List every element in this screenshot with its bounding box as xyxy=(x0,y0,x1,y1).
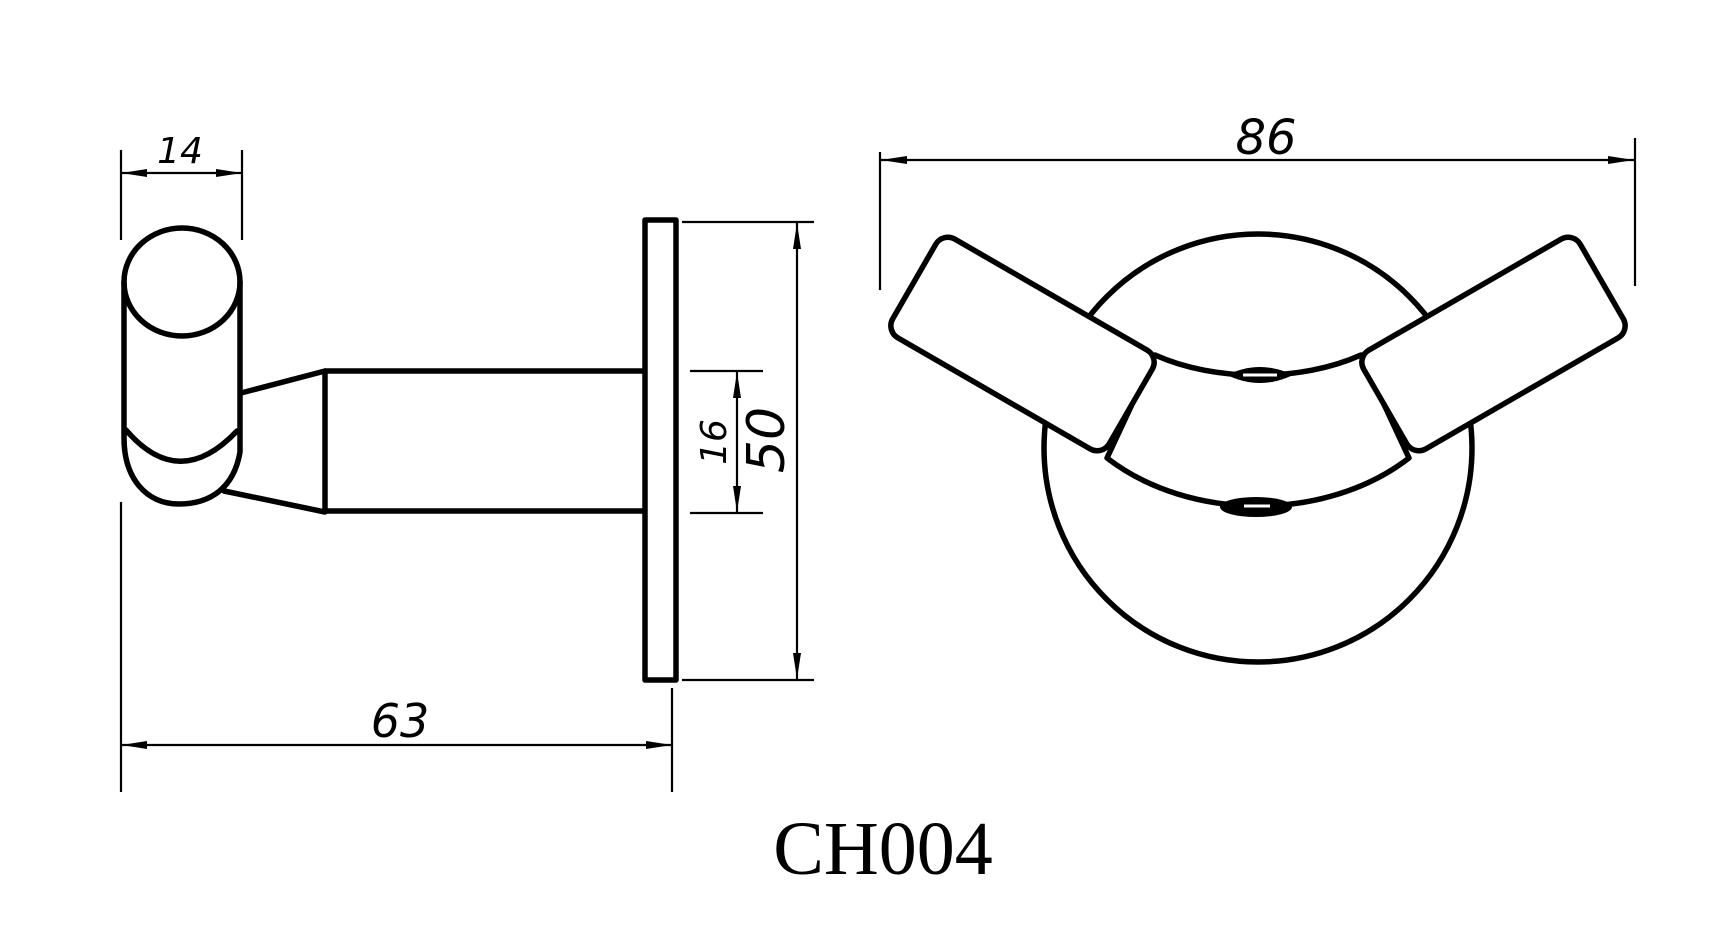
flange-circle xyxy=(1041,231,1475,665)
side-view: 14 63 16 50 xyxy=(119,131,814,792)
taper-neck-bottom-line xyxy=(221,488,328,515)
knob-top-ellipse xyxy=(121,225,243,339)
dimension-text-knob-width: 14 xyxy=(157,131,203,172)
left-hook-pad xyxy=(888,234,1157,454)
wall-plate xyxy=(642,217,679,683)
extension-line xyxy=(682,220,814,682)
dimension-arm-diameter: 16 xyxy=(690,369,763,515)
mount-arm xyxy=(322,368,649,514)
knob-bottom-cap-arc xyxy=(123,427,240,464)
dimension-overall-depth: 63 xyxy=(119,502,674,792)
dimension-text-overall-depth: 63 xyxy=(371,694,430,748)
dimension-text-plate-height: 50 xyxy=(737,407,797,473)
knob-cylinder xyxy=(121,279,243,507)
extension-line xyxy=(690,369,763,515)
dimension-knob-width: 14 xyxy=(119,131,244,240)
right-hook-pad xyxy=(1359,234,1628,454)
dimension-text-arm-diameter: 16 xyxy=(694,419,735,465)
taper-neck-top-line xyxy=(238,368,328,396)
front-view: 86 xyxy=(878,110,1637,665)
extension-line xyxy=(119,502,674,792)
extension-line xyxy=(878,138,1637,290)
model-label: CH004 xyxy=(773,807,993,891)
dimension-plate-height: 50 xyxy=(682,220,814,682)
extension-line xyxy=(119,150,244,240)
hub-bottom xyxy=(1220,497,1292,517)
dimension-text-overall-width: 86 xyxy=(1235,110,1296,166)
dimension-overall-width: 86 xyxy=(878,110,1637,290)
hub-top xyxy=(1227,367,1293,383)
